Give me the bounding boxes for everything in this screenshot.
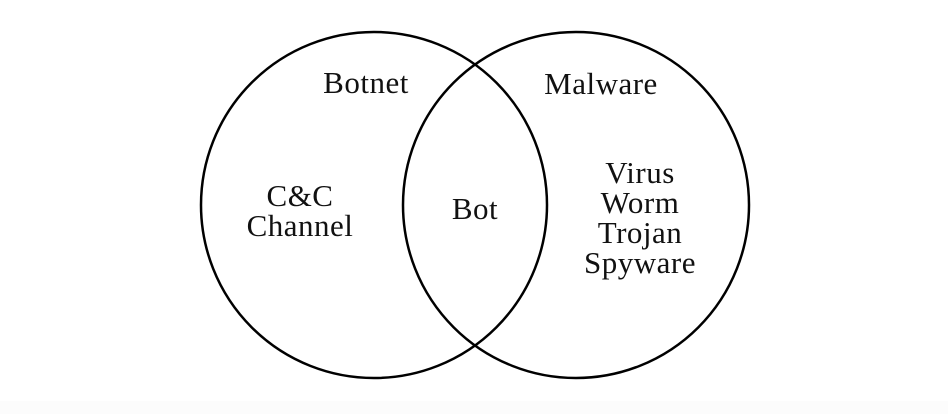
- right-circle-outline: [401, 30, 751, 380]
- left-circle-exclusive-label: C&C Channel: [246, 178, 354, 243]
- bottom-edge-strip: [0, 401, 948, 414]
- left-circle-title: Botnet: [323, 65, 409, 100]
- right-circle-title: Malware: [544, 66, 658, 101]
- right-circle-item: Worm: [600, 185, 680, 220]
- intersection-label: Bot: [451, 191, 499, 226]
- left-circle-outline: [199, 30, 549, 380]
- right-circle-item: Spyware: [584, 245, 696, 280]
- right-circle-item: Virus: [605, 155, 675, 190]
- right-circle-items-list: Virus Worm Trojan Spyware: [555, 155, 725, 280]
- right-circle-item: Trojan: [597, 215, 683, 250]
